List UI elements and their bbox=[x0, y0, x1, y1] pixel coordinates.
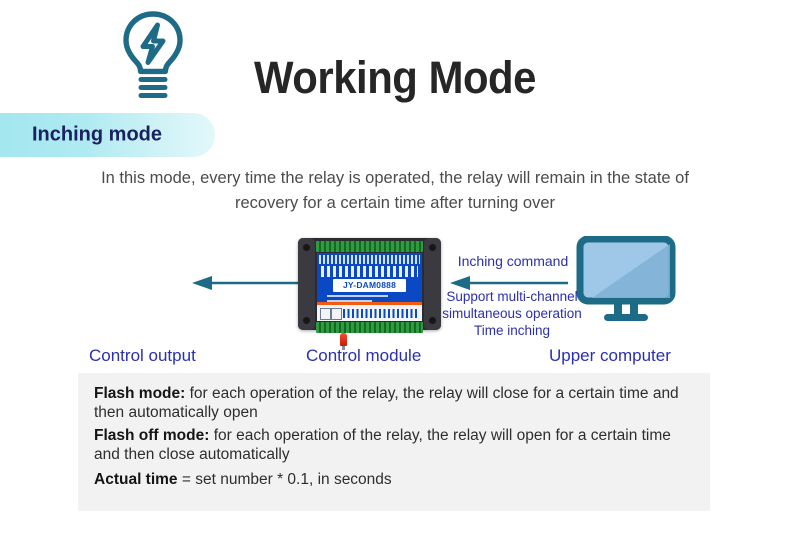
module-mount-left bbox=[298, 238, 315, 330]
page-title: Working Mode bbox=[254, 52, 536, 103]
inching-mode-badge-label: Inching mode bbox=[32, 123, 162, 146]
command-feature-line-3: Time inching bbox=[473, 323, 551, 338]
terminal-block-top bbox=[316, 241, 423, 252]
pcb-orange-stripe bbox=[317, 302, 422, 305]
caption-control-output: Control output bbox=[89, 346, 196, 365]
monitor-icon bbox=[576, 236, 676, 321]
actual-time-line: Actual time = set number * 0.1, in secon… bbox=[94, 470, 696, 489]
flash-mode-text: for each operation of the relay, the rel… bbox=[94, 385, 679, 421]
command-feature-line-1: Support multi-channel bbox=[446, 289, 578, 304]
actual-time-text: = set number * 0.1, in seconds bbox=[177, 471, 392, 488]
command-features-label: Support multi-channel simultaneous opera… bbox=[438, 288, 586, 339]
command-feature-line-2: simultaneous operation bbox=[442, 306, 582, 321]
flash-off-mode-text: for each operation of the relay, the rel… bbox=[94, 427, 671, 463]
mode-description: In this mode, every time the relay is op… bbox=[101, 169, 689, 212]
caption-upper-computer: Upper computer bbox=[549, 346, 671, 365]
module-pcb: JY-DAM0888 bbox=[317, 253, 422, 321]
flash-off-mode-label: Flash off mode: bbox=[94, 427, 210, 444]
pcb-component-2 bbox=[331, 308, 342, 320]
pcb-header-row-2 bbox=[321, 266, 418, 277]
module-model-label: JY-DAM0888 bbox=[333, 279, 406, 292]
module-mount-right bbox=[424, 238, 441, 330]
pcb-component-1 bbox=[320, 308, 331, 320]
lightbulb-icon bbox=[123, 11, 183, 98]
actual-time-label: Actual time bbox=[94, 471, 178, 488]
led-legs bbox=[342, 344, 345, 350]
mode-details-box: Flash mode: for each operation of the re… bbox=[78, 373, 710, 511]
inching-mode-badge: Inching mode bbox=[0, 113, 215, 157]
inching-command-label: Inching command bbox=[457, 253, 569, 269]
flash-mode-line: Flash mode: for each operation of the re… bbox=[94, 384, 696, 422]
pcb-bottom-strip bbox=[317, 305, 422, 321]
terminal-block-bottom bbox=[316, 322, 423, 333]
relay-module-icon: JY-DAM0888 bbox=[298, 238, 441, 350]
flash-off-mode-line: Flash off mode: for each operation of th… bbox=[94, 426, 696, 464]
arrow-left-command-icon bbox=[450, 276, 568, 290]
pcb-pin-row bbox=[343, 309, 418, 318]
status-led-icon bbox=[340, 333, 347, 346]
flash-mode-label: Flash mode: bbox=[94, 385, 186, 402]
caption-control-module: Control module bbox=[306, 346, 422, 365]
arrow-left-output-icon bbox=[192, 276, 302, 290]
pcb-header-row-1 bbox=[319, 255, 420, 264]
